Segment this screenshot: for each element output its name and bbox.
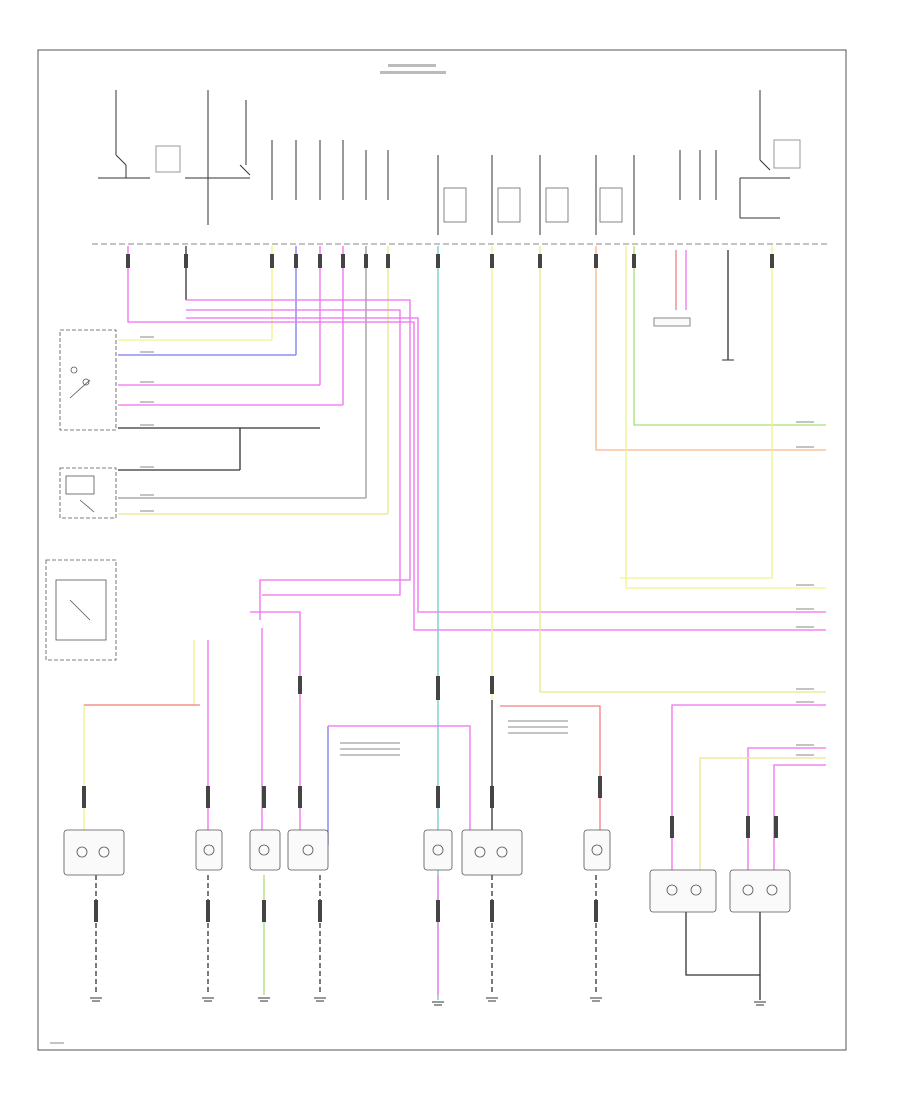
left-tail-lamp-icon	[649, 869, 717, 913]
left-park-lamp-icon	[195, 829, 223, 871]
fog-lamp-switch	[59, 467, 117, 519]
ground-icon	[754, 1001, 766, 1006]
left-fog-lamp-icon	[249, 829, 281, 871]
diagram-frame	[37, 49, 847, 1051]
title-block	[380, 64, 446, 74]
multifunction-switch	[45, 559, 117, 661]
ground-icon	[432, 1001, 444, 1006]
right-park-lamp-icon	[583, 829, 611, 871]
right-tail-lamp-icon	[729, 869, 791, 913]
headlamp-switch	[59, 329, 117, 431]
ground-icon	[486, 997, 498, 1002]
fuse-box-relays	[443, 187, 623, 223]
label-marks	[50, 336, 814, 1044]
center-lamp-icon	[423, 829, 453, 871]
wire-harness	[83, 246, 826, 1000]
right-fog-lamp-icon	[287, 829, 329, 871]
right-power-switch	[739, 90, 801, 219]
ground-icons	[90, 997, 766, 1006]
fuse-taps	[271, 140, 717, 235]
ground-icon	[90, 997, 102, 1002]
right-fuse-ground	[653, 317, 734, 361]
left-power-switch	[98, 90, 181, 179]
right-headlamp-icon	[461, 829, 523, 876]
ground-icon	[314, 997, 326, 1002]
left-headlamp-icon	[63, 829, 125, 876]
ground-icon	[258, 997, 270, 1002]
lamp-components	[63, 829, 791, 913]
center-left-relay	[185, 90, 251, 225]
ground-icon	[202, 997, 214, 1002]
connector-marks	[82, 254, 778, 922]
ground-icon	[590, 997, 602, 1002]
